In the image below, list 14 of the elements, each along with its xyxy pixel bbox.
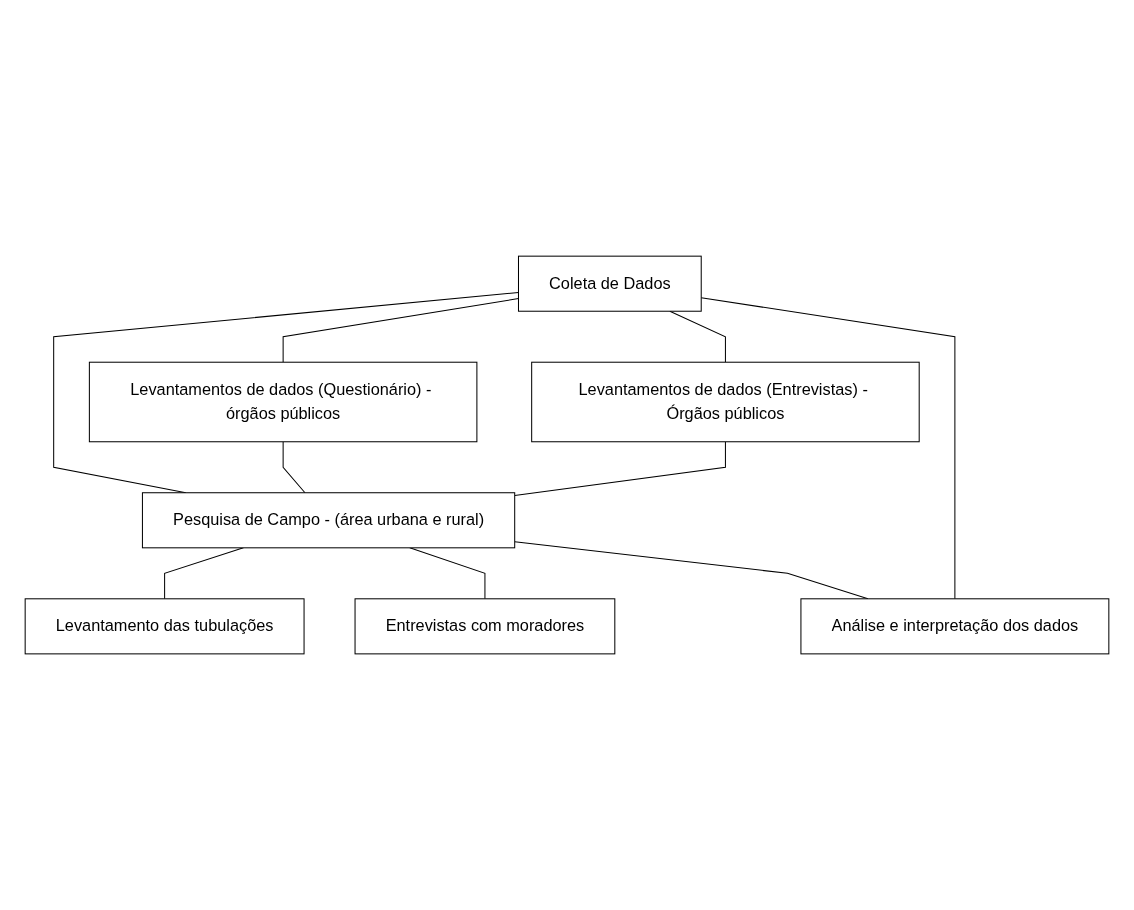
node-box: Levantamentos de dados (Entrevistas) - Órgãos públicos [531, 361, 920, 443]
connector [282, 298, 519, 363]
connector [669, 310, 726, 363]
node-box: Entrevistas com moradores [354, 598, 616, 655]
node-box: Levantamentos de dados (Questionário) - órgãos públicos [88, 361, 478, 443]
node-box: Análise e interpretação dos dados [800, 598, 1110, 655]
connector [514, 441, 726, 496]
connector [164, 547, 244, 600]
connector [53, 291, 519, 494]
node-box: Coleta de Dados [518, 255, 702, 312]
node-box: Pesquisa de Campo - (área urbana e rural) [141, 492, 516, 549]
connector [282, 441, 306, 494]
node-box: Levantamento das tubulações [24, 598, 305, 655]
connector [409, 547, 486, 600]
